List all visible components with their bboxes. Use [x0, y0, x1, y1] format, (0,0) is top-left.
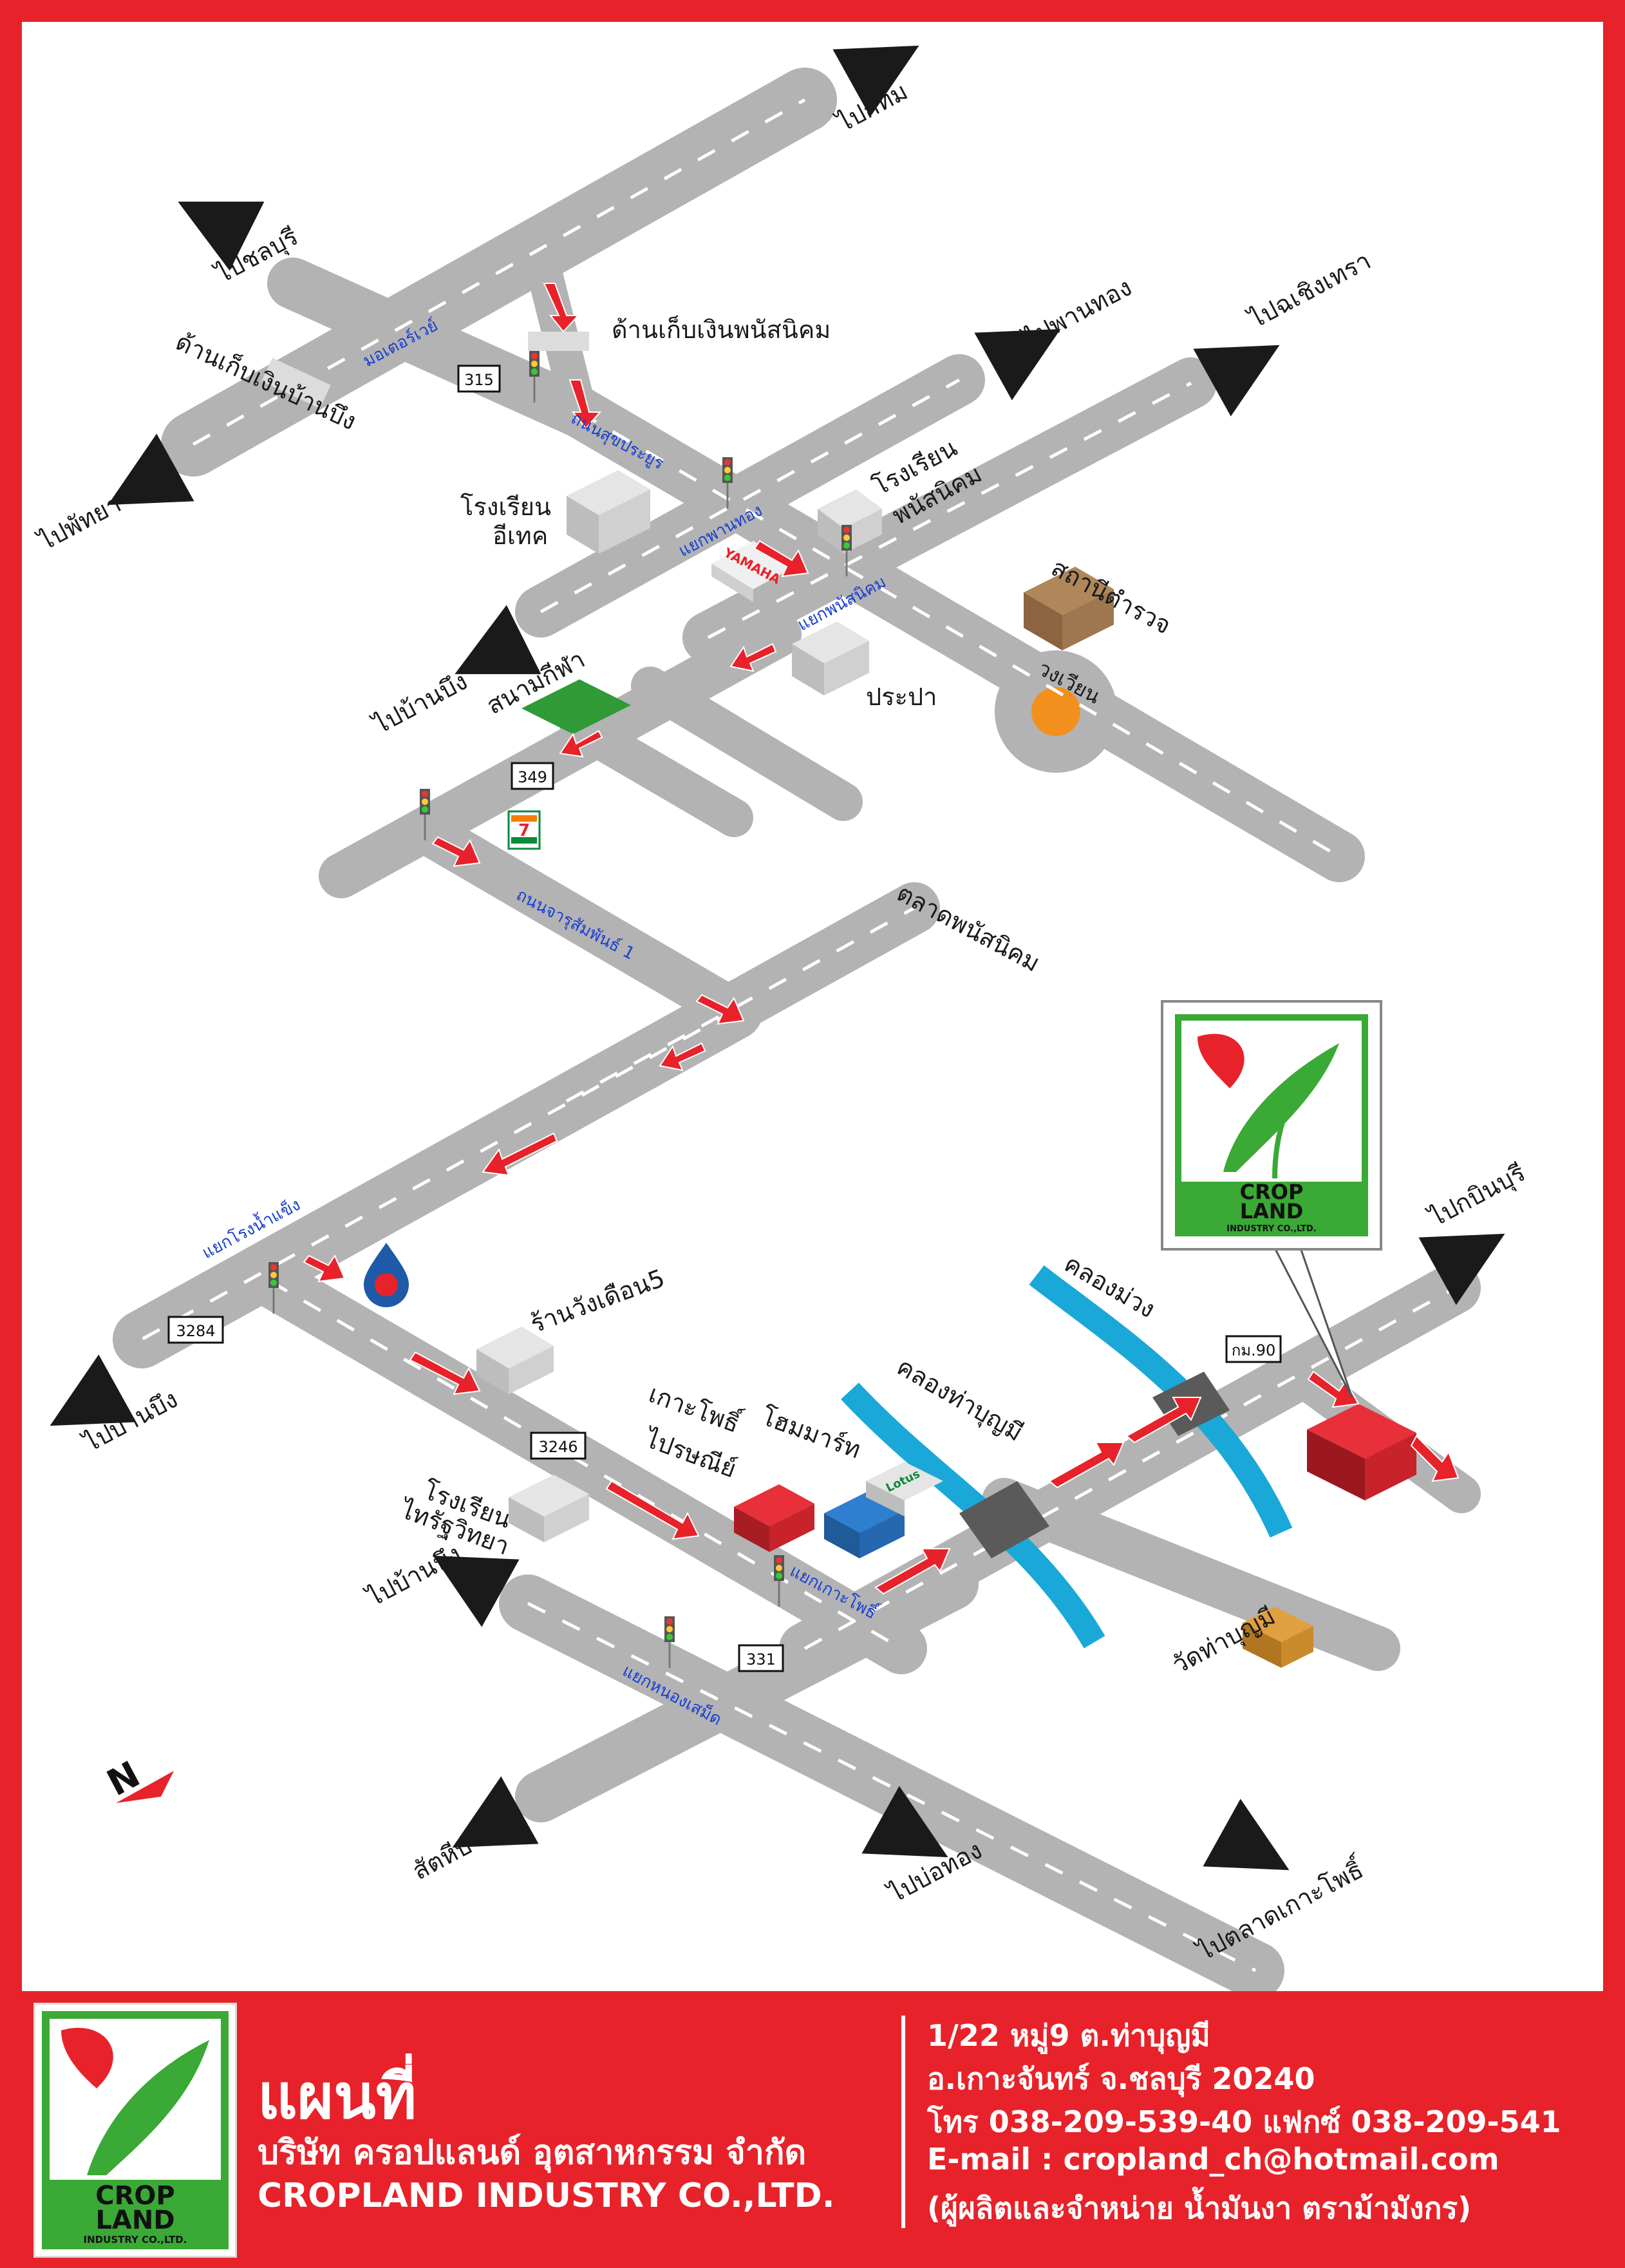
dest-chachoengsao: ไปฉเชิงเทรา	[1243, 246, 1375, 334]
traffic-light-icon	[529, 351, 540, 402]
footer-address-1: 1/22 หมู่9 ต.ท่าบุญมี	[927, 2018, 1210, 2053]
seven-label: 7	[518, 821, 530, 840]
footer-company-th: บริษัท ครอปแลนด์ อุตสาหกรรม จำกัด	[258, 2133, 807, 2172]
dest-sattahip: สัตหีบ	[408, 1831, 476, 1885]
logo-crop: CROP	[1240, 1180, 1304, 1204]
footer-divider	[901, 2016, 905, 2228]
dest-talat-kohpho: ไปตลาดเกาะโพธิ์	[1190, 1851, 1369, 1967]
shield-km90: กม.90	[1232, 1341, 1276, 1359]
label-shop: ร้านวังเดือน5	[527, 1263, 668, 1338]
footer-logo-industry: INDUSTRY CO.,LTD.	[84, 2234, 187, 2245]
footer-logo: CROP LAND INDUSTRY CO.,LTD.	[33, 2003, 237, 2258]
traffic-light-icon	[420, 789, 430, 840]
direction-arrows	[50, 45, 1505, 1871]
dest-kabinburi: ไปกบินบุรี	[1423, 1158, 1530, 1234]
dest-phanthong: ไปพานทอง	[1018, 273, 1136, 354]
traffic-lights	[268, 351, 852, 1668]
seven-eleven-icon: 7	[507, 810, 541, 850]
footer-logo-crop: CROP	[95, 2181, 174, 2211]
dest-bangkok: ไปกทม	[831, 77, 912, 138]
dest-banbueng-3: ไปบ้านบึง	[361, 1539, 465, 1612]
dest-banbueng-2: ไปบ้านบึง	[78, 1384, 182, 1458]
dest-pattaya: ไปพัทยา	[33, 489, 126, 557]
compass-icon: N	[100, 1753, 174, 1804]
canal-muang	[1029, 1265, 1293, 1538]
label-canal-thaboonmee: คลองท่าบุญมี	[892, 1352, 1028, 1448]
footer-note: (ผู้ผลิตและจำหน่าย น้ำมันงา ตราม้ามังกร)	[927, 2191, 1472, 2225]
logo-land: LAND	[1240, 1199, 1304, 1224]
stadium-field	[521, 679, 631, 734]
road-shields: 315 349 3284 3246 331 กม.90	[167, 364, 1282, 1672]
footer-address-2: อ.เกาะจันทร์ จ.ชลบุรี 20240	[927, 2061, 1315, 2096]
factory-callout: CROP LAND INDUSTRY CO.,LTD.	[1161, 1000, 1382, 1398]
shield-3246: 3246	[538, 1438, 578, 1456]
footer-logo-land: LAND	[95, 2206, 174, 2235]
traffic-light-icon	[268, 1262, 279, 1314]
label-school-etech-2: อีเทค	[493, 522, 548, 550]
traffic-light-icon	[722, 457, 733, 509]
shield-331: 331	[746, 1650, 776, 1668]
bridge-1	[959, 1481, 1049, 1558]
footer-leaf-red-icon	[61, 2028, 113, 2088]
footer-company-en: CROPLAND INDUSTRY CO.,LTD.	[258, 2177, 835, 2215]
shield-349: 349	[518, 768, 547, 786]
dest-bothong: ไปบ่อทอง	[883, 1836, 987, 1909]
leaf-red-icon	[1198, 1034, 1245, 1088]
gas-station-icon	[364, 1243, 409, 1307]
label-toll-phanat: ด้านเก็บเงินพนัสนิคม	[612, 315, 831, 344]
footer-leaf-green-icon	[87, 2040, 209, 2175]
traffic-light-icon	[841, 525, 852, 576]
logo-industry: INDUSTRY CO.,LTD.	[1226, 1224, 1316, 1234]
label-homemart: โฮมมาร์ท	[758, 1402, 865, 1464]
buildings	[261, 332, 1416, 1668]
route-map: 7 YAMAHA Lotus 315 349 3284 3246 331 กม.…	[33, 45, 1530, 1991]
traffic-light-icon	[664, 1616, 675, 1668]
traffic-light-icon	[774, 1555, 784, 1607]
dest-banbueng-1: ไปบ้านบึง	[368, 666, 472, 740]
shield-3284: 3284	[176, 1322, 215, 1340]
roundabout-center	[1031, 687, 1080, 736]
label-school-etech-1: โรงเรียน	[460, 493, 551, 521]
footer-phone: โทร 038-209-539-40 แฟกซ์ 038-209-541	[927, 2104, 1561, 2139]
shield-315: 315	[464, 371, 494, 389]
footer-email[interactable]: E-mail : cropland_ch@hotmail.com	[927, 2142, 1499, 2177]
label-waterworks: ประปา	[866, 683, 937, 711]
route-arrows	[303, 283, 1460, 1595]
footer-title: แผนที่	[258, 2061, 417, 2133]
